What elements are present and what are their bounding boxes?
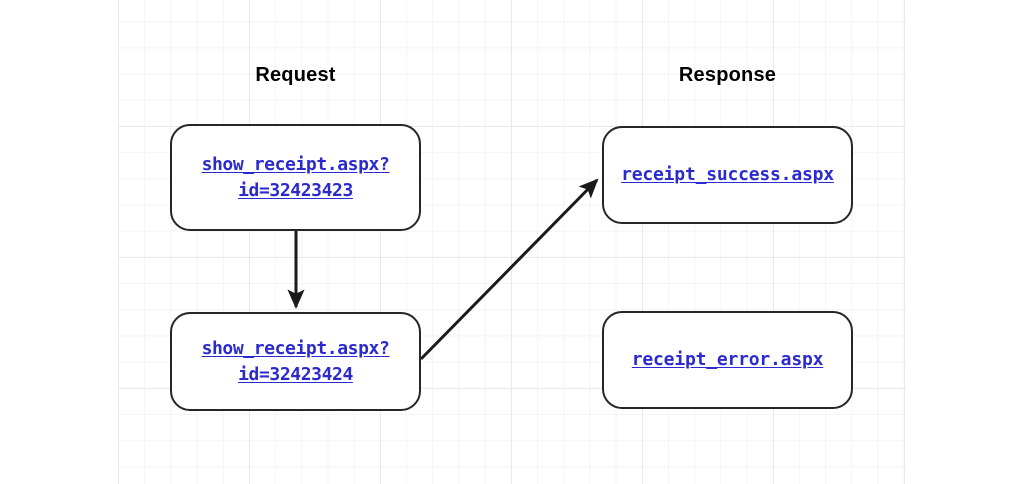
node-request-1-label: show_receipt.aspx? id=32423423 <box>201 153 390 201</box>
column-header-response: Response <box>678 64 777 86</box>
node-request-2[interactable]: show_receipt.aspx? id=32423424 <box>170 312 421 411</box>
node-response-error[interactable]: receipt_error.aspx <box>602 311 853 409</box>
node-response-success-label: receipt_success.aspx <box>621 164 834 186</box>
node-request-1[interactable]: show_receipt.aspx? id=32423423 <box>170 124 421 231</box>
node-request-2-label: show_receipt.aspx? id=32423424 <box>201 337 390 385</box>
column-header-request: Request <box>255 64 336 86</box>
node-response-error-label: receipt_error.aspx <box>631 349 824 371</box>
node-response-success[interactable]: receipt_success.aspx <box>602 126 853 224</box>
